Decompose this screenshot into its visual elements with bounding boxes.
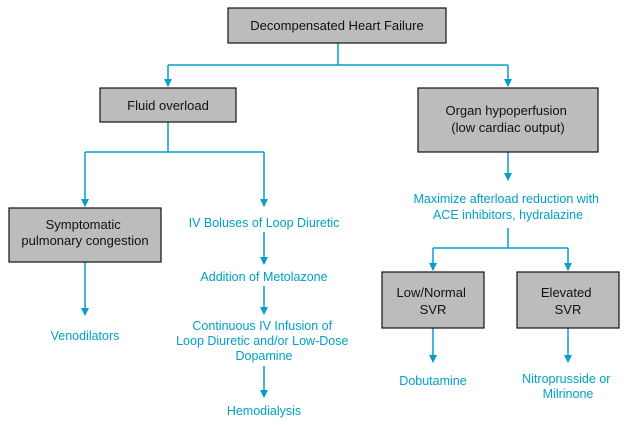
dobutamine-label: Dobutamine: [399, 374, 466, 388]
nitroprusside-label: Nitroprusside or Milrinone: [522, 372, 614, 401]
root-title: Decompensated Heart Failure: [250, 18, 423, 33]
elevated-svr-box: [516, 271, 620, 329]
connectors: [81, 43, 572, 398]
treatment-labels: Venodilators IV Boluses of Loop Diuretic…: [51, 192, 614, 418]
low-normal-svr-label: Low/Normal SVR: [397, 285, 470, 317]
continuous-infusion-label: Continuous IV Infusion of Loop Diuretic …: [176, 319, 352, 363]
fluid-overload-box: [99, 87, 237, 123]
organ-hypoperfusion-box: [417, 87, 599, 153]
pulmonary-congestion-box: [8, 207, 162, 263]
iv-boluses-label: IV Boluses of Loop Diuretic: [189, 216, 340, 230]
node-boxes: [8, 7, 620, 329]
root-box: [227, 7, 447, 44]
pulmonary-congestion-label: Symptomatic pulmonary congestion: [21, 217, 148, 248]
low-normal-svr-box: [381, 271, 485, 329]
connector-root-split: [168, 43, 508, 66]
box-texts: Decompensated Heart Failure Fluid overlo…: [21, 18, 595, 317]
venodilators-label: Venodilators: [51, 329, 120, 343]
fluid-overload-label: Fluid overload: [127, 98, 209, 113]
organ-hypoperfusion-label: Organ hypoperfusion (low cardiac output): [445, 103, 570, 135]
hemodialysis-label: Hemodialysis: [227, 404, 301, 418]
connector-fluid-overload-split: [85, 122, 264, 153]
metolazone-label: Addition of Metolazone: [200, 270, 327, 284]
connector-afterload-split: [433, 228, 568, 249]
elevated-svr-label: Elevated SVR: [541, 285, 595, 317]
afterload-reduction-label: Maximize afterload reduction with ACE in…: [414, 192, 603, 222]
